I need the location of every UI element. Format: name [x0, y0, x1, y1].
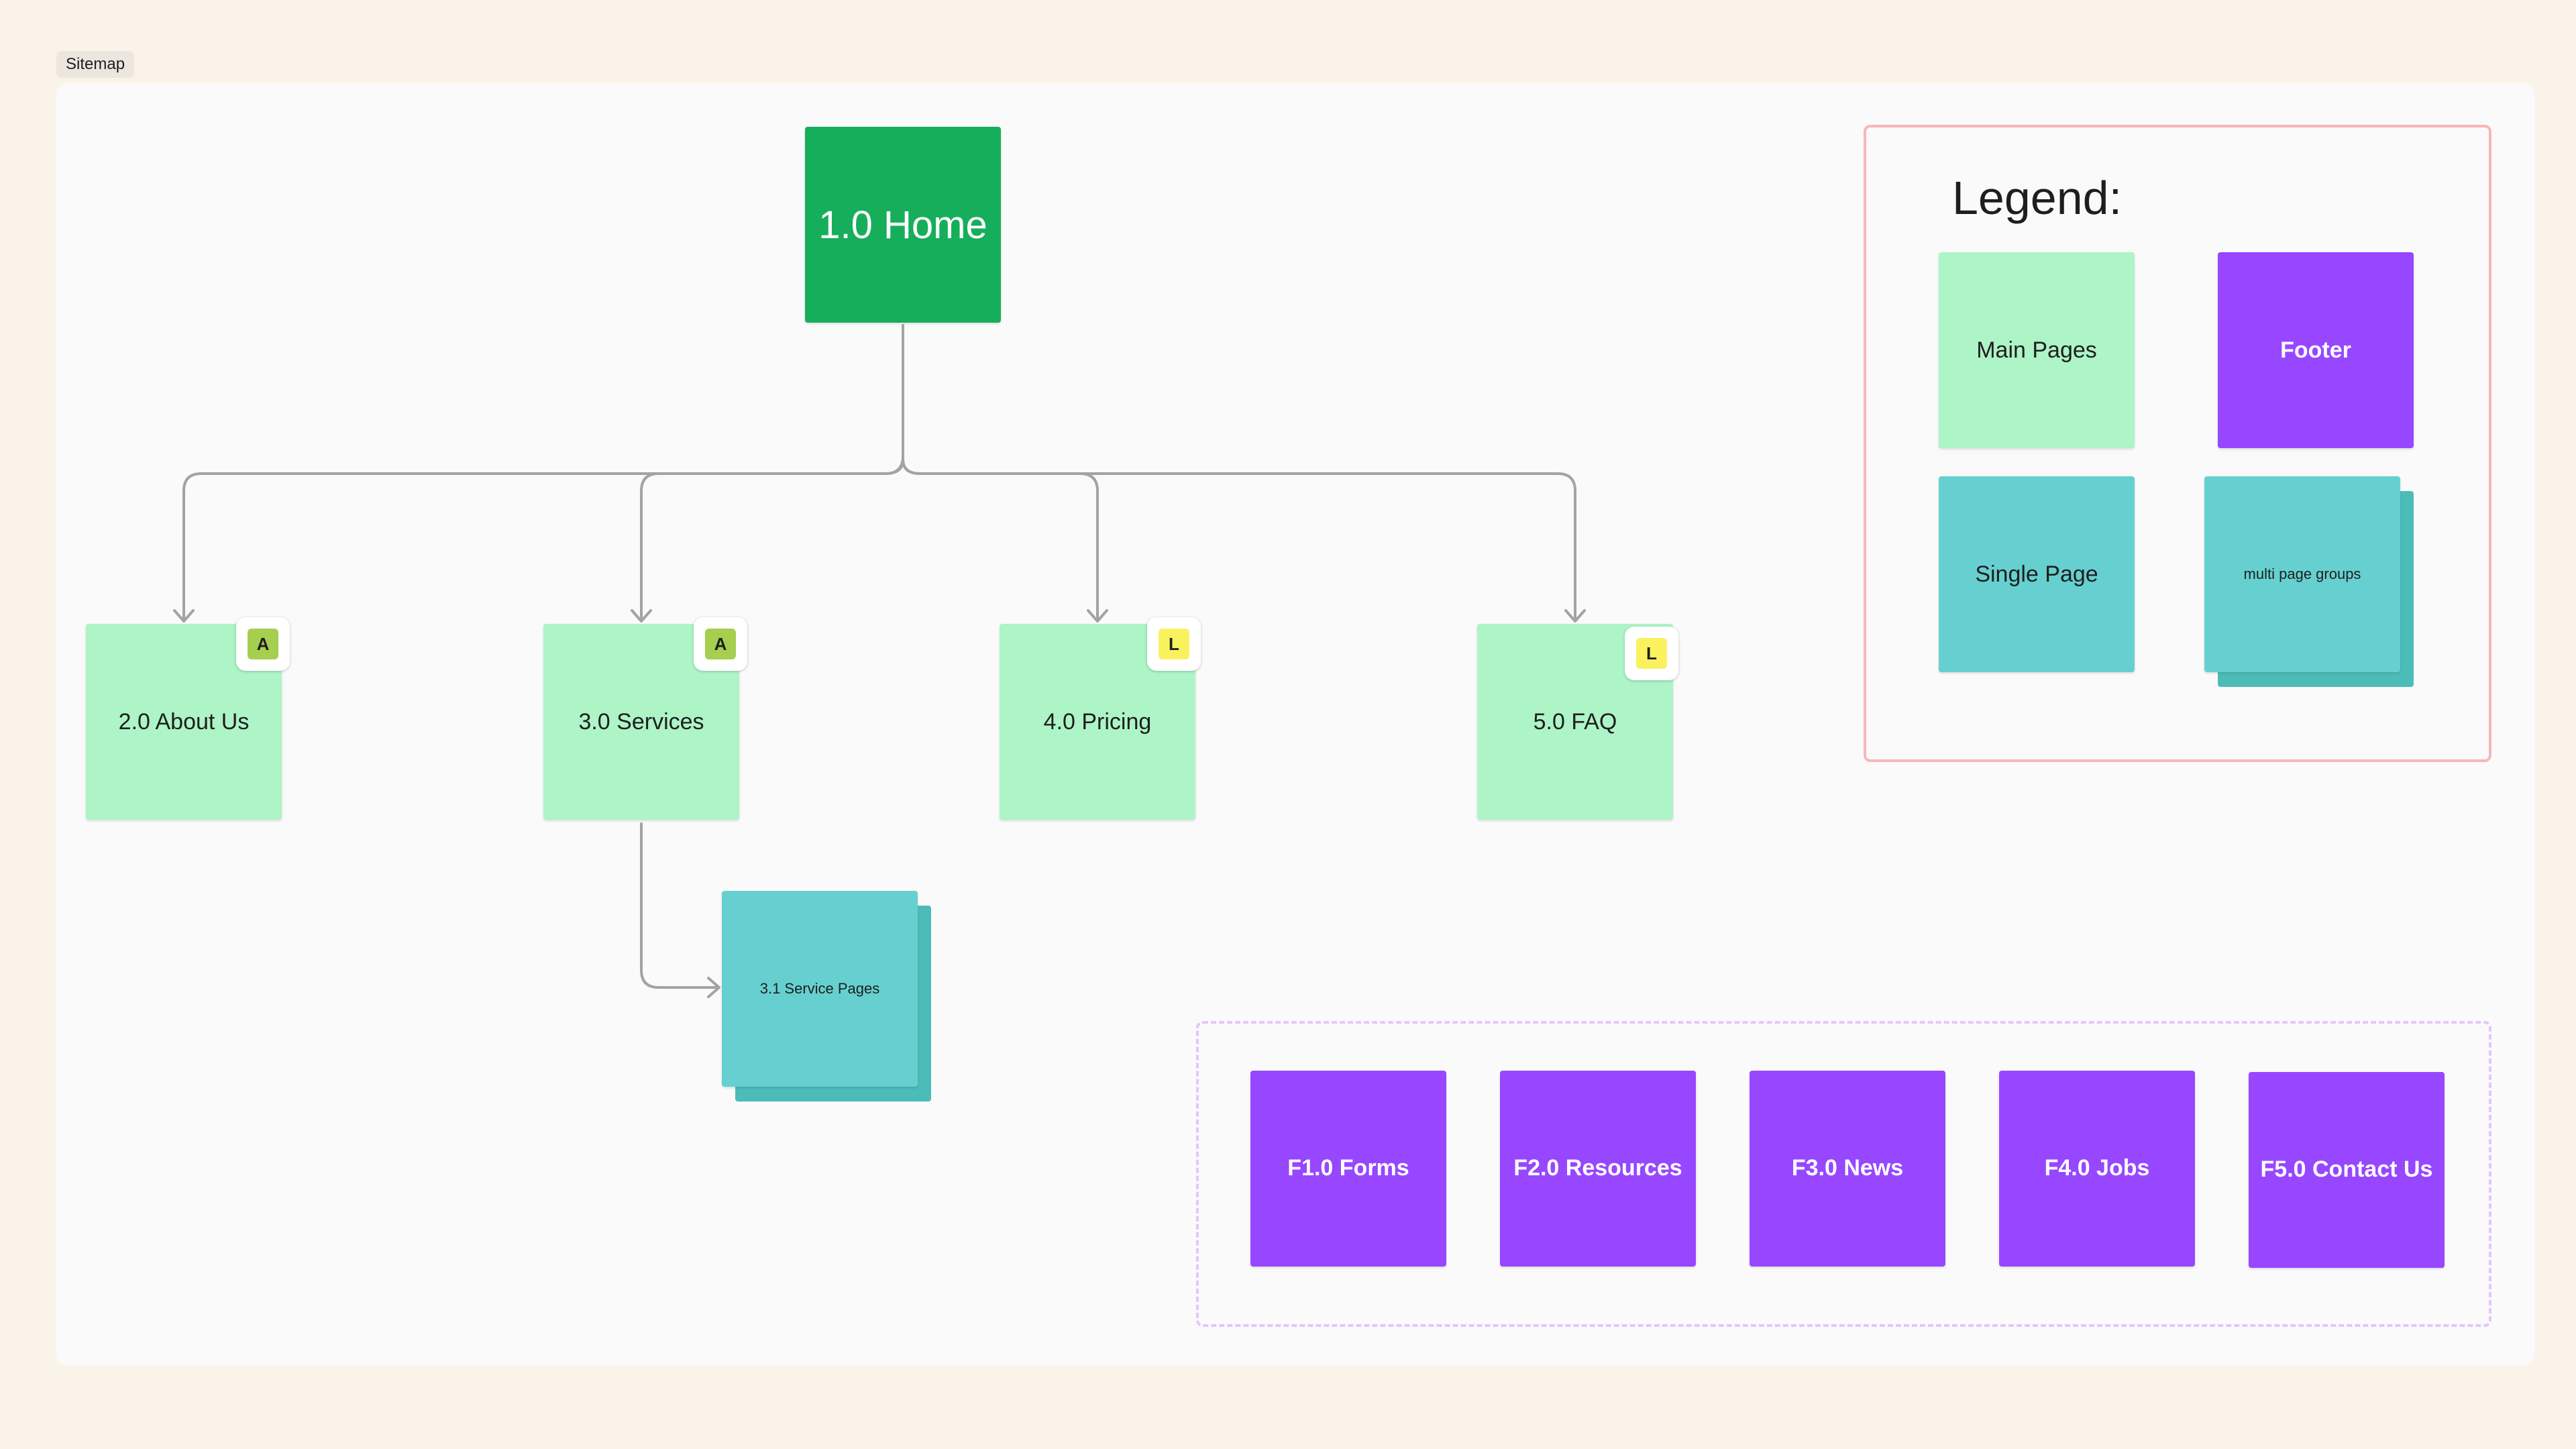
faq-badge[interactable]: L — [1625, 627, 1678, 680]
connector-home-faq[interactable] — [902, 458, 1576, 620]
footer-jobs-node[interactable]: F4.0 Jobs — [1999, 1071, 2195, 1267]
legend-title: Legend: — [1952, 172, 2123, 224]
connector-home-about[interactable] — [182, 324, 904, 620]
footer-section-frame — [1196, 1021, 2491, 1327]
pricing-badge[interactable]: L — [1147, 617, 1201, 671]
badge-label: A — [248, 629, 278, 659]
footer-contact-us-node[interactable]: F5.0 Contact Us — [2249, 1072, 2445, 1268]
legend-footer[interactable]: Footer — [2218, 252, 2414, 448]
legend-multi-page-groups[interactable]: multi page groups — [2204, 476, 2400, 672]
services-badge[interactable]: A — [694, 617, 747, 671]
footer-forms-node[interactable]: F1.0 Forms — [1250, 1071, 1446, 1267]
connector-services-subpages[interactable] — [640, 822, 718, 989]
badge-label: L — [1636, 638, 1667, 669]
badge-label: A — [705, 629, 736, 659]
legend-single-page[interactable]: Single Page — [1939, 476, 2135, 672]
connector-home-services[interactable] — [640, 458, 904, 620]
arrowhead-faq — [1564, 609, 1586, 623]
legend-main-pages[interactable]: Main Pages — [1939, 252, 2135, 448]
home-page-node[interactable]: 1.0 Home — [805, 127, 1001, 323]
badge-label: L — [1159, 629, 1189, 659]
service-pages-group-node[interactable]: 3.1 Service Pages — [722, 891, 918, 1087]
connector-home-pricing[interactable] — [902, 458, 1099, 620]
footer-news-node[interactable]: F3.0 News — [1750, 1071, 1945, 1267]
arrowhead-pricing — [1087, 609, 1108, 623]
footer-resources-node[interactable]: F2.0 Resources — [1500, 1071, 1696, 1267]
arrowhead-about — [173, 609, 195, 623]
arrowhead-subpages — [707, 977, 720, 998]
legend-frame — [1864, 125, 2491, 762]
board-name-tag[interactable]: Sitemap — [56, 51, 135, 78]
about-us-badge[interactable]: A — [236, 617, 290, 671]
arrowhead-services — [631, 609, 652, 623]
